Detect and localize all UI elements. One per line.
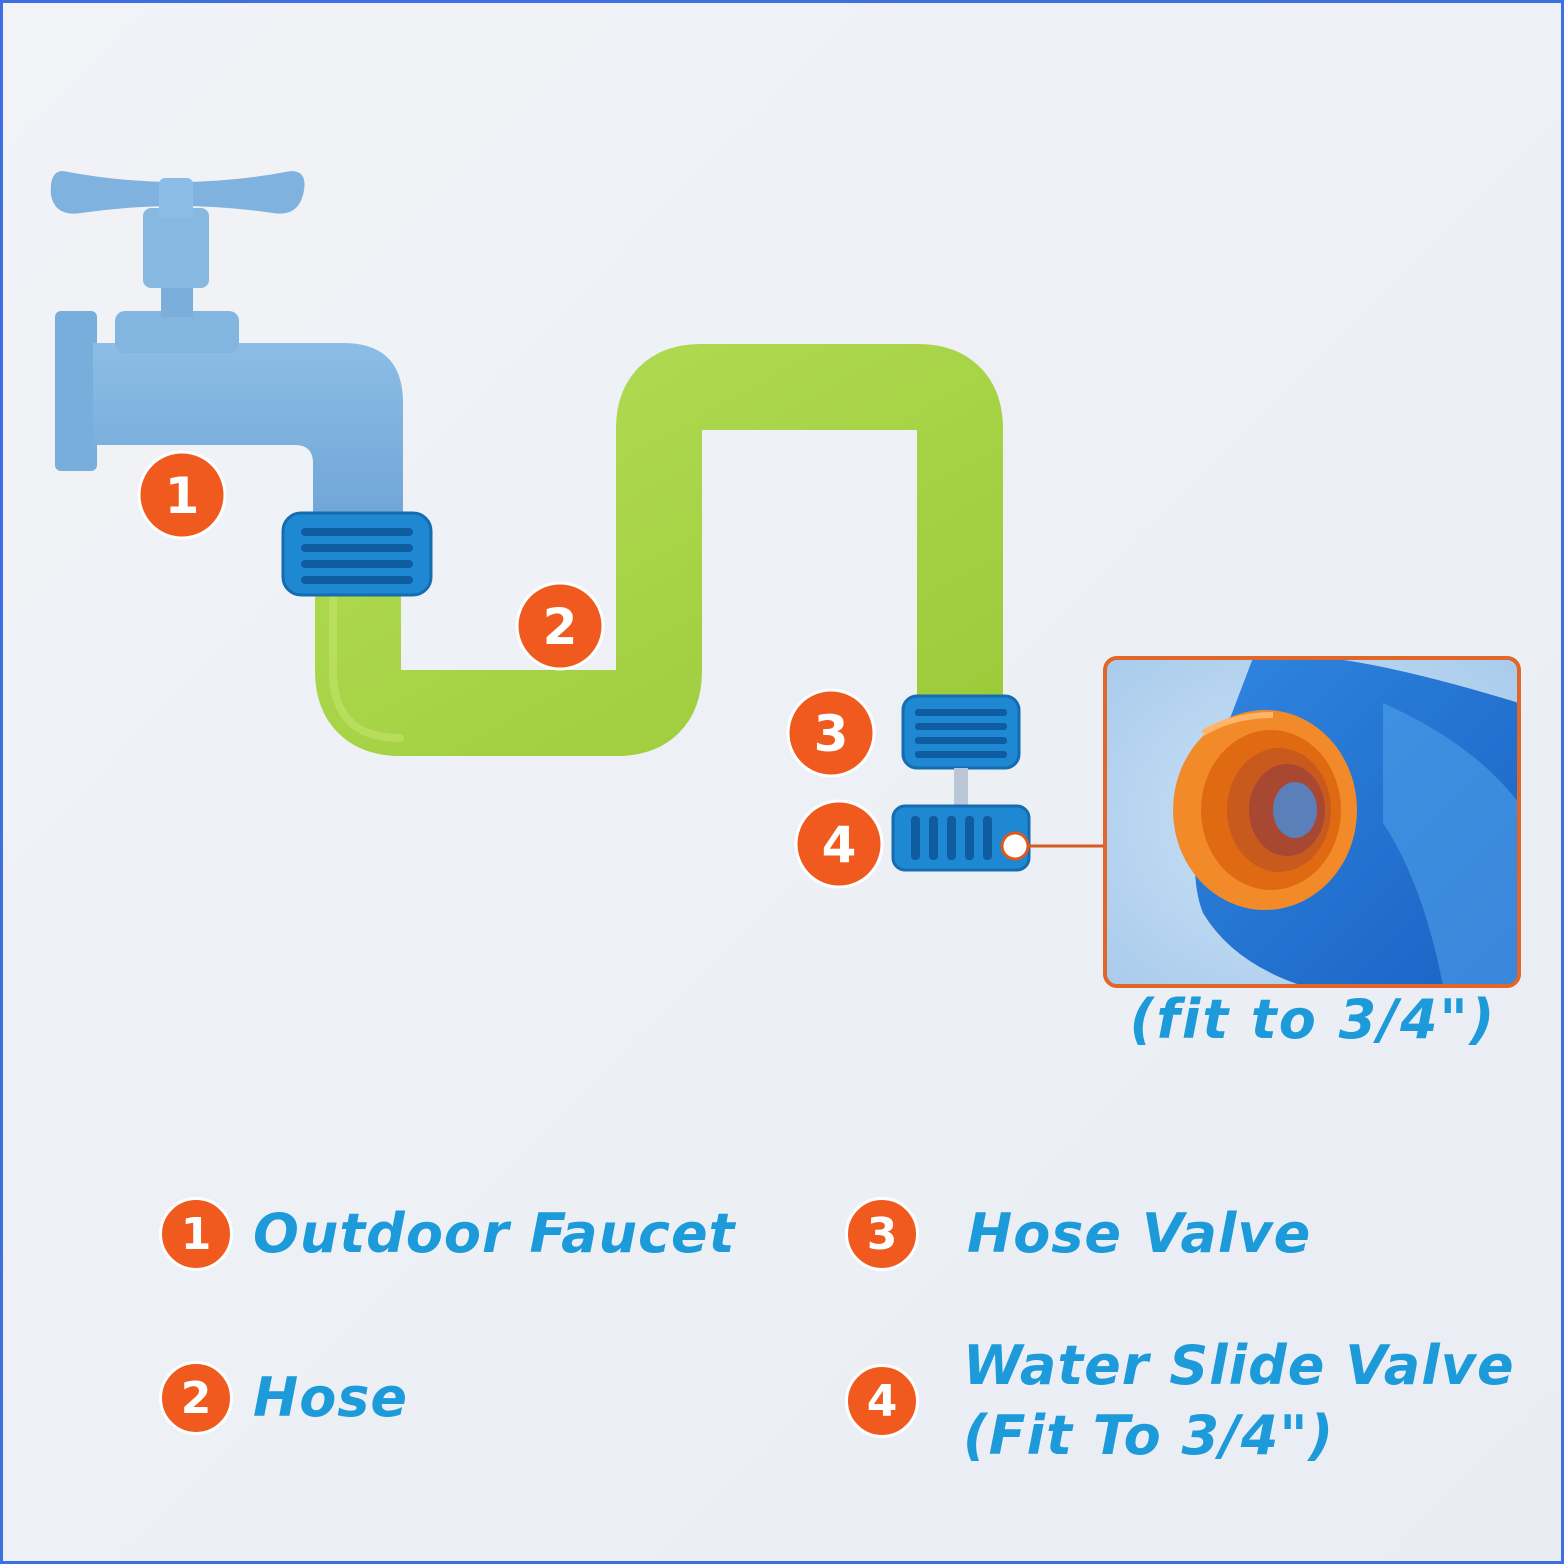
legend-badge-1: 1 [159,1197,233,1271]
legend-badge-4: 4 [845,1364,919,1438]
hose-illustration [315,344,1003,756]
legend-badge-2: 2 [159,1361,233,1435]
svg-text:3: 3 [814,705,849,763]
legend-item-water-slide-valve: 4 Water Slide Valve (Fit To 3/4") [845,1331,1515,1471]
badge-1: 1 [137,450,227,540]
svg-text:1: 1 [165,467,200,525]
legend-item-hose: 2 Hose [159,1361,408,1435]
hose-valve-icon [901,694,1021,810]
connection-diagram: 1 2 3 4 [50,171,1521,988]
svg-text:2: 2 [543,598,578,656]
water-slide-valve-icon [891,804,1031,872]
legend-label-water-slide-valve: Water Slide Valve (Fit To 3/4") [963,1331,1515,1471]
legend-label-outdoor-faucet: Outdoor Faucet [253,1202,736,1265]
callout-caption: (fit to 3/4") [1129,988,1497,1051]
svg-text:4: 4 [822,816,857,874]
callout-pointer [1000,831,1105,861]
legend-label-hose: Hose [253,1366,409,1429]
badge-2: 2 [515,581,605,671]
legend-item-outdoor-faucet: 1 Outdoor Faucet [159,1197,735,1271]
badge-3: 3 [786,688,876,778]
legend-label-water-slide-valve-line1: Water Slide Valve [963,1334,1515,1397]
outdoor-faucet-illustration [50,171,403,523]
legend-label-hose-valve: Hose Valve [967,1202,1312,1265]
faucet-connector-icon [281,511,433,597]
badge-4: 4 [794,799,884,889]
valve-closeup-photo [1103,656,1521,988]
legend-badge-3: 3 [845,1197,919,1271]
legend-label-water-slide-valve-line2: (Fit To 3/4") [963,1404,1335,1467]
legend-item-hose-valve: 3 Hose Valve [845,1197,1311,1271]
